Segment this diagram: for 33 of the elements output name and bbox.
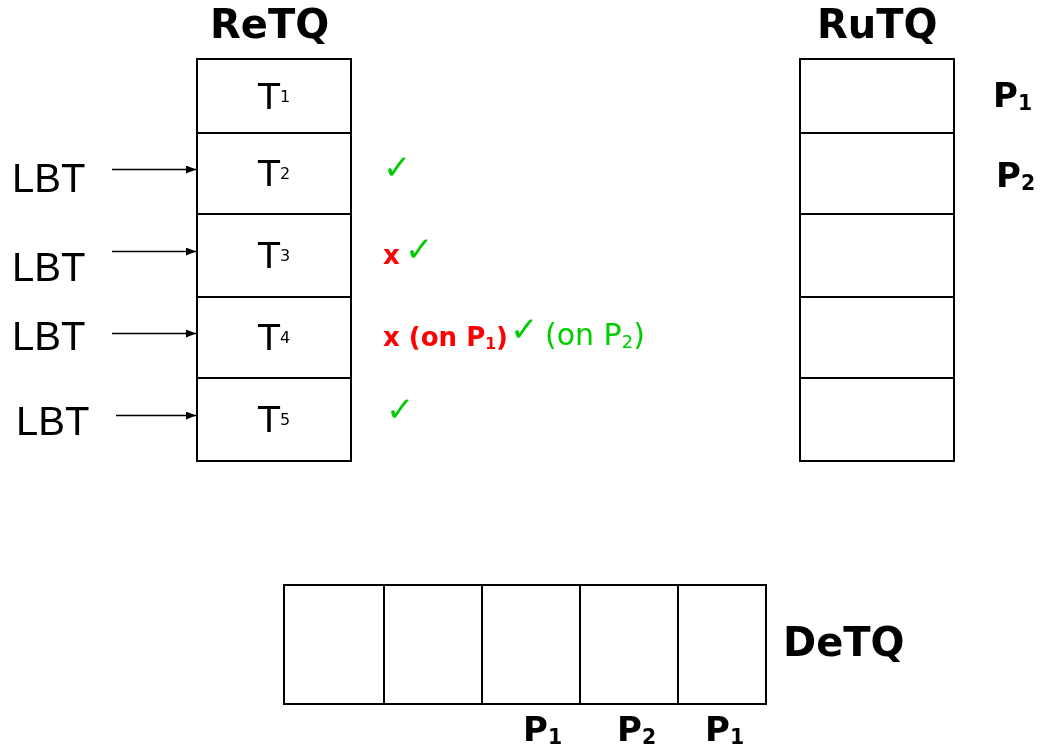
check-mark: ✓ — [405, 232, 434, 266]
processor-label: P$_{2}$ — [996, 158, 1036, 194]
arrow — [115, 411, 197, 420]
arrow — [111, 165, 197, 174]
queue-title: DeTQ — [783, 622, 905, 662]
lbt-label: LBT — [12, 247, 86, 287]
processor-label: P$_{1}$ — [993, 78, 1033, 114]
arrow — [111, 329, 197, 338]
queue-slot — [579, 584, 679, 705]
queue-slot — [799, 213, 955, 298]
arrow — [111, 247, 197, 256]
cross-mark: x — [383, 242, 400, 268]
lbt-label: LBT — [16, 401, 90, 441]
queue-slot — [481, 584, 581, 705]
queue-slot — [799, 132, 955, 215]
queue-slot — [383, 584, 483, 705]
processor-label: P$_{1}$ — [705, 712, 745, 748]
queue-slot — [799, 377, 955, 462]
check-mark: ✓ — [386, 392, 415, 426]
check-mark: ✓ — [383, 150, 412, 184]
queue-slot — [677, 584, 767, 705]
status-note: (on P$_{2}$) — [545, 320, 645, 351]
check-mark: ✓ — [510, 312, 539, 346]
processor-label: P$_{1}$ — [523, 712, 563, 748]
queue-title: RuTQ — [817, 4, 938, 44]
queue-title: ReTQ — [210, 4, 330, 44]
queue-slot — [283, 584, 385, 705]
lbt-label: LBT — [12, 316, 86, 356]
queue-slot — [799, 296, 955, 379]
status-note: x (on P$_{1}$) — [383, 324, 508, 353]
queue-slot — [799, 58, 955, 134]
lbt-label: LBT — [12, 158, 86, 198]
processor-label: P$_{2}$ — [617, 712, 657, 748]
